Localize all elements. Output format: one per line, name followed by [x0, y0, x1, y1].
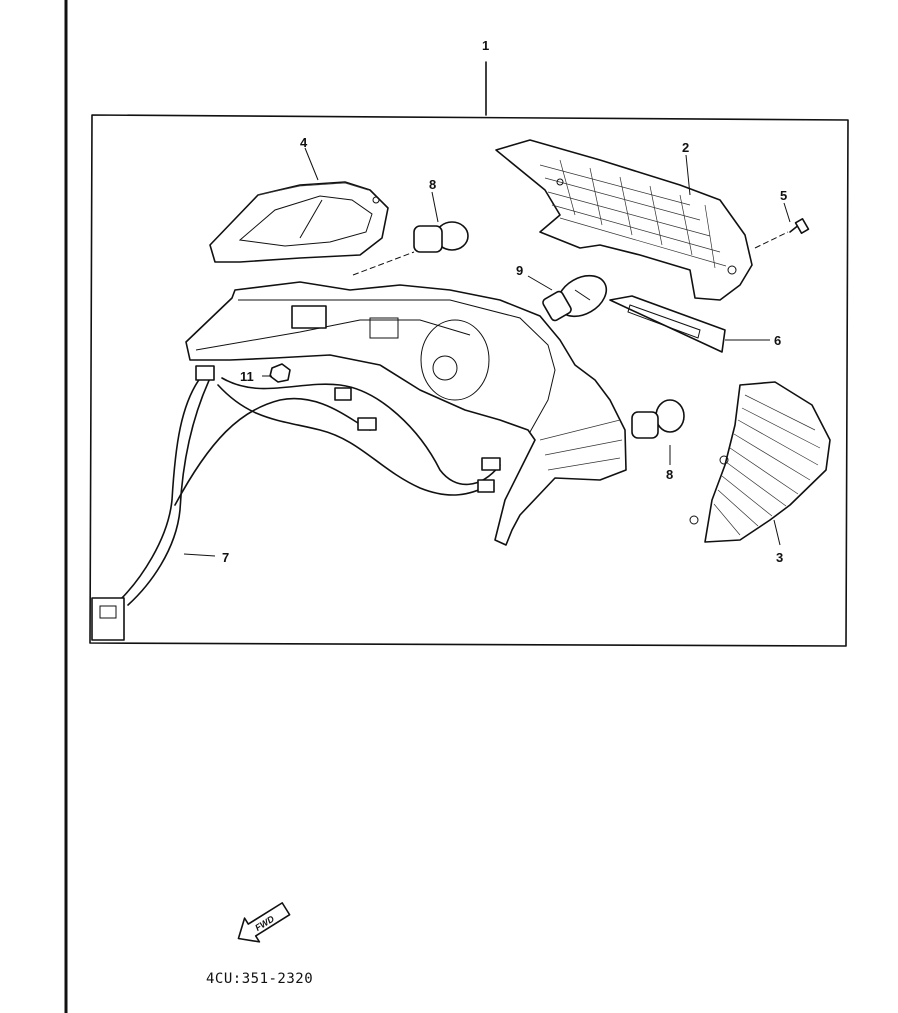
part-6-plate	[609, 295, 726, 353]
callout-8-lower: 8	[666, 467, 673, 482]
part-11-nut	[262, 363, 291, 383]
part-3-lens	[689, 381, 831, 543]
callout-7: 7	[222, 550, 229, 565]
callout-1: 1	[482, 38, 489, 53]
part-8-bulb-upper	[352, 221, 469, 276]
callout-8-upper: 8	[429, 177, 436, 192]
part-5-screw	[754, 218, 810, 249]
part-7-wire-harness	[91, 365, 501, 641]
callout-4: 4	[300, 135, 308, 150]
part-4-lens	[209, 181, 389, 263]
callout-11: 11	[240, 369, 254, 384]
callout-9: 9	[516, 263, 523, 278]
callout-6: 6	[774, 333, 781, 348]
fwd-arrow-icon: FWD	[237, 902, 291, 943]
callout-5: 5	[780, 188, 787, 203]
assembly-frame	[89, 61, 849, 647]
leader-lines	[183, 147, 791, 557]
callout-3: 3	[776, 550, 783, 565]
diagram-code: 4CU:351-2320	[206, 971, 313, 987]
part-2-lens	[495, 139, 753, 301]
part-8-bulb-lower	[631, 399, 685, 439]
main-housing	[185, 281, 627, 546]
callout-2: 2	[682, 140, 689, 155]
part-9-bulb	[542, 274, 608, 322]
